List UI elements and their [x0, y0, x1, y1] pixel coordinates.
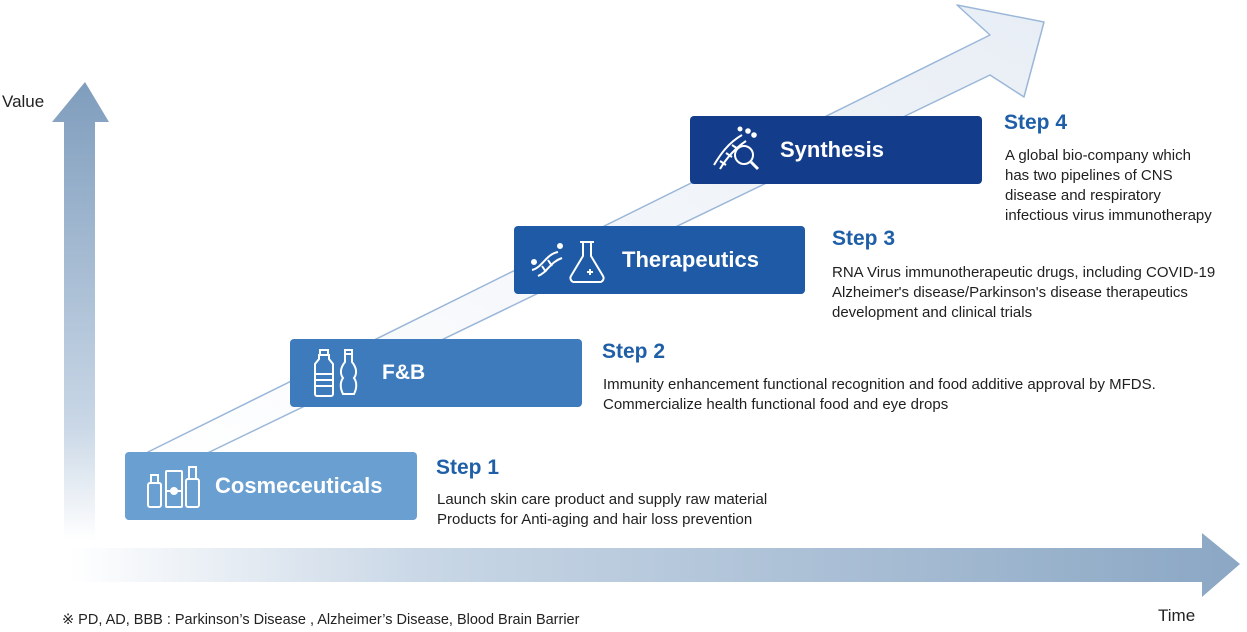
- step-3-box-label: Therapeutics: [622, 247, 759, 272]
- y-axis-label: Value: [2, 92, 45, 111]
- x-axis-label: Time: [1158, 606, 1196, 625]
- step-2-title: Step 2: [602, 340, 666, 363]
- y-axis-arrow: [52, 82, 109, 540]
- dna-flask-icon: [530, 236, 610, 284]
- footnote: ※ PD, AD, BBB : Parkinson’s Disease , Al…: [62, 612, 580, 628]
- dna-magnifier-icon: [710, 125, 764, 175]
- step-1-box-label: Cosmeceuticals: [215, 473, 383, 498]
- step-2-box-label: F&B: [382, 361, 426, 384]
- beverage-bottles-icon: [312, 348, 360, 398]
- step-3-box: Therapeutics: [514, 226, 805, 294]
- step-2-description: Immunity enhancement functional recognit…: [603, 376, 1156, 413]
- step-4-title: Step 4: [1004, 111, 1068, 134]
- step-3-title: Step 3: [832, 227, 896, 250]
- step-4-box: Synthesis: [690, 116, 982, 184]
- step-1-title: Step 1: [436, 456, 500, 479]
- cosmetic-bottles-icon: [145, 463, 203, 509]
- step-1-description: Launch skin care product and supply raw …: [437, 491, 768, 528]
- step-4-box-label: Synthesis: [780, 137, 884, 162]
- step-4-description: A global bio-company which has two pipel…: [1005, 147, 1212, 224]
- step-3-description: RNA Virus immunotherapeutic drugs, inclu…: [832, 264, 1216, 321]
- step-2-box: F&B: [290, 339, 582, 407]
- step-1-box: Cosmeceuticals: [125, 452, 417, 520]
- x-axis-arrow: [70, 533, 1240, 597]
